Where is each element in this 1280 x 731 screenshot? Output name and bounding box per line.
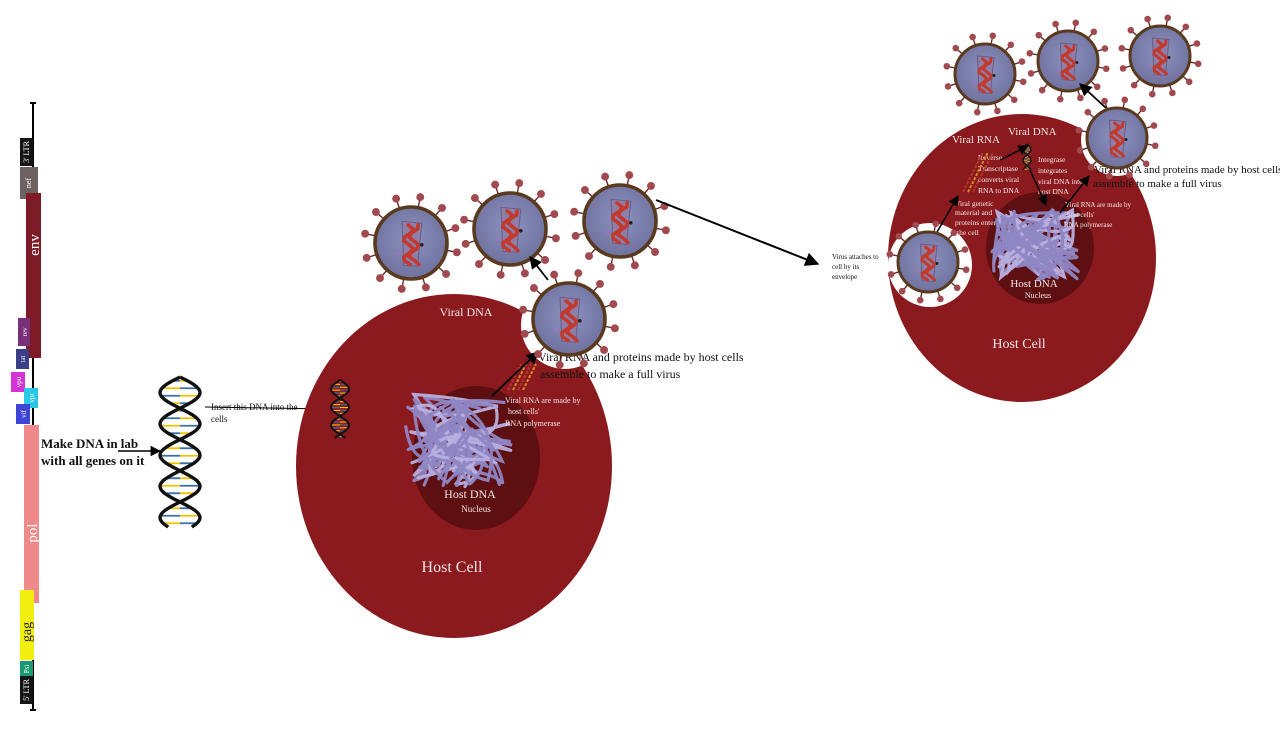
svg-text:gag: gag: [20, 622, 35, 642]
gene-psi: Psi: [20, 661, 33, 677]
svg-text:the cell: the cell: [957, 228, 979, 237]
gene-ltr3: 3' LTR: [20, 138, 33, 166]
svg-text:5' LTR: 5' LTR: [22, 678, 31, 700]
nucleus-label: Nucleus: [461, 504, 491, 514]
svg-text:Host Cell: Host Cell: [992, 337, 1045, 352]
svg-text:Nucleus: Nucleus: [1025, 291, 1051, 300]
viral-rna-strands-icon: [507, 363, 537, 391]
svg-text:host DNA: host DNA: [1038, 187, 1069, 196]
virus-particle-a2: [460, 179, 560, 279]
svg-text:Viral RNA are made by: Viral RNA are made by: [505, 396, 581, 405]
svg-text:vif: vif: [20, 409, 28, 417]
svg-text:with all genes on it: with all genes on it: [41, 453, 145, 468]
svg-text:envelope: envelope: [832, 273, 857, 281]
arrow-rt: [999, 145, 1029, 161]
viral-rna-strands-icon-2: [962, 151, 994, 193]
gene-nef: nef: [20, 167, 38, 199]
svg-text:converts viral: converts viral: [978, 175, 1019, 184]
gene-vif: vif: [16, 404, 30, 424]
svg-text:env: env: [27, 234, 43, 256]
arrow-rna-to-virus-2: [1059, 175, 1090, 214]
svg-text:3' LTR: 3' LTR: [22, 140, 31, 162]
svg-text:Host DNA: Host DNA: [1010, 278, 1057, 290]
svg-text:proteins enter: proteins enter: [955, 218, 997, 227]
svg-text:RNA polymerase: RNA polymerase: [505, 419, 561, 428]
arrow-integrase: [1029, 169, 1047, 206]
entry-label: Viral genetic material and proteins ente…: [955, 199, 997, 237]
gene-tat: tat: [16, 349, 29, 369]
svg-text:Psi: Psi: [23, 665, 31, 674]
assemble-label-2: Viral RNA and proteins made by host cell…: [1094, 164, 1280, 176]
svg-text:Insert this DNA into the: Insert this DNA into the: [211, 402, 298, 412]
svg-text:vpu: vpu: [15, 376, 23, 387]
svg-text:cells: cells: [211, 414, 228, 424]
svg-text:Virus attaches to: Virus attaches to: [832, 253, 879, 261]
gene-env: env: [26, 193, 43, 358]
arrow-rna-to-virus: [491, 351, 539, 397]
gene-ltr5: 5' LTR: [20, 676, 33, 704]
svg-text:material and: material and: [955, 208, 993, 217]
svg-text:host cells': host cells': [1067, 211, 1095, 219]
integrase-label: Integrase integrates viral DNA into host…: [1038, 155, 1083, 196]
virus-particle-b2: [1026, 19, 1110, 103]
gene-vpu: vpu: [11, 372, 25, 392]
viral-dna-label: Viral DNA: [440, 305, 493, 319]
virus-particle-b1: [943, 32, 1027, 116]
svg-text:Viral RNA are made by: Viral RNA are made by: [1065, 201, 1132, 209]
assemble-label-1: Viral RNA and proteins made by host cell…: [538, 350, 744, 364]
svg-text:RNA to DNA: RNA to DNA: [978, 186, 1020, 195]
virus-particle-entering: [886, 220, 970, 304]
arrow-entry: [936, 195, 959, 233]
new-virus-particles-1: [361, 171, 670, 369]
virus-particle-a3: [570, 171, 670, 271]
svg-text:Transcriptase: Transcriptase: [978, 164, 1019, 173]
host-dna-label: Host DNA: [444, 487, 496, 501]
svg-text:nef: nef: [24, 178, 33, 189]
virus-particle-budding-1: [519, 269, 619, 369]
arrow-virus-to-new-cell: [655, 199, 820, 266]
inserted-dna-helix-icon: [330, 379, 350, 439]
svg-text:vpr: vpr: [28, 393, 36, 403]
host-dna-chromatin-icon: [404, 392, 513, 489]
svg-text:RNA polymerase: RNA polymerase: [1064, 221, 1112, 229]
host-cell-label: Host Cell: [422, 559, 483, 576]
svg-text:Viral genetic: Viral genetic: [955, 199, 994, 208]
new-virus-particles-2: [886, 14, 1202, 304]
svg-text:cell by its: cell by its: [832, 263, 859, 271]
lab-dna-helix-icon: [158, 375, 202, 529]
svg-text:assemble to make a full virus: assemble to make a full virus: [1093, 178, 1222, 190]
virus-particle-b3: [1118, 14, 1202, 98]
arrow-bud-release-2: [1079, 83, 1107, 109]
rna-made-label-2: Viral RNA are made by host cells' RNA po…: [1064, 201, 1132, 229]
svg-text:tat: tat: [19, 355, 27, 362]
gene-rev: rev: [18, 318, 30, 346]
svg-text:pol: pol: [25, 523, 41, 542]
arrow-bud-release: [529, 256, 549, 281]
virus-particle-a1: [361, 193, 461, 293]
svg-text:viral DNA into: viral DNA into: [1038, 177, 1083, 186]
svg-text:host cells': host cells': [508, 407, 540, 416]
gene-gag: gag: [20, 590, 35, 660]
host-dna-chromatin-icon-2: [990, 207, 1082, 282]
svg-text:integrates: integrates: [1038, 166, 1067, 175]
svg-text:Viral RNA: Viral RNA: [952, 134, 1000, 146]
svg-text:Viral DNA: Viral DNA: [1008, 126, 1057, 138]
svg-text:Make DNA in lab: Make DNA in lab: [41, 436, 138, 451]
svg-text:rev: rev: [21, 327, 29, 336]
attach-label: Virus attaches to cell by its envelope: [832, 253, 879, 281]
svg-text:assemble to make a full virus: assemble to make a full virus: [540, 367, 681, 381]
make-dna-label: Make DNA in lab with all genes on it: [41, 436, 162, 468]
virus-particle-budding-2: [1075, 96, 1159, 180]
svg-text:Integrase: Integrase: [1038, 155, 1066, 164]
hiv-genome-map: 3' LTR nef env rev tat vpu vpr vif: [11, 102, 43, 711]
gene-pol: pol: [24, 425, 41, 603]
gene-vpr: vpr: [24, 388, 38, 408]
